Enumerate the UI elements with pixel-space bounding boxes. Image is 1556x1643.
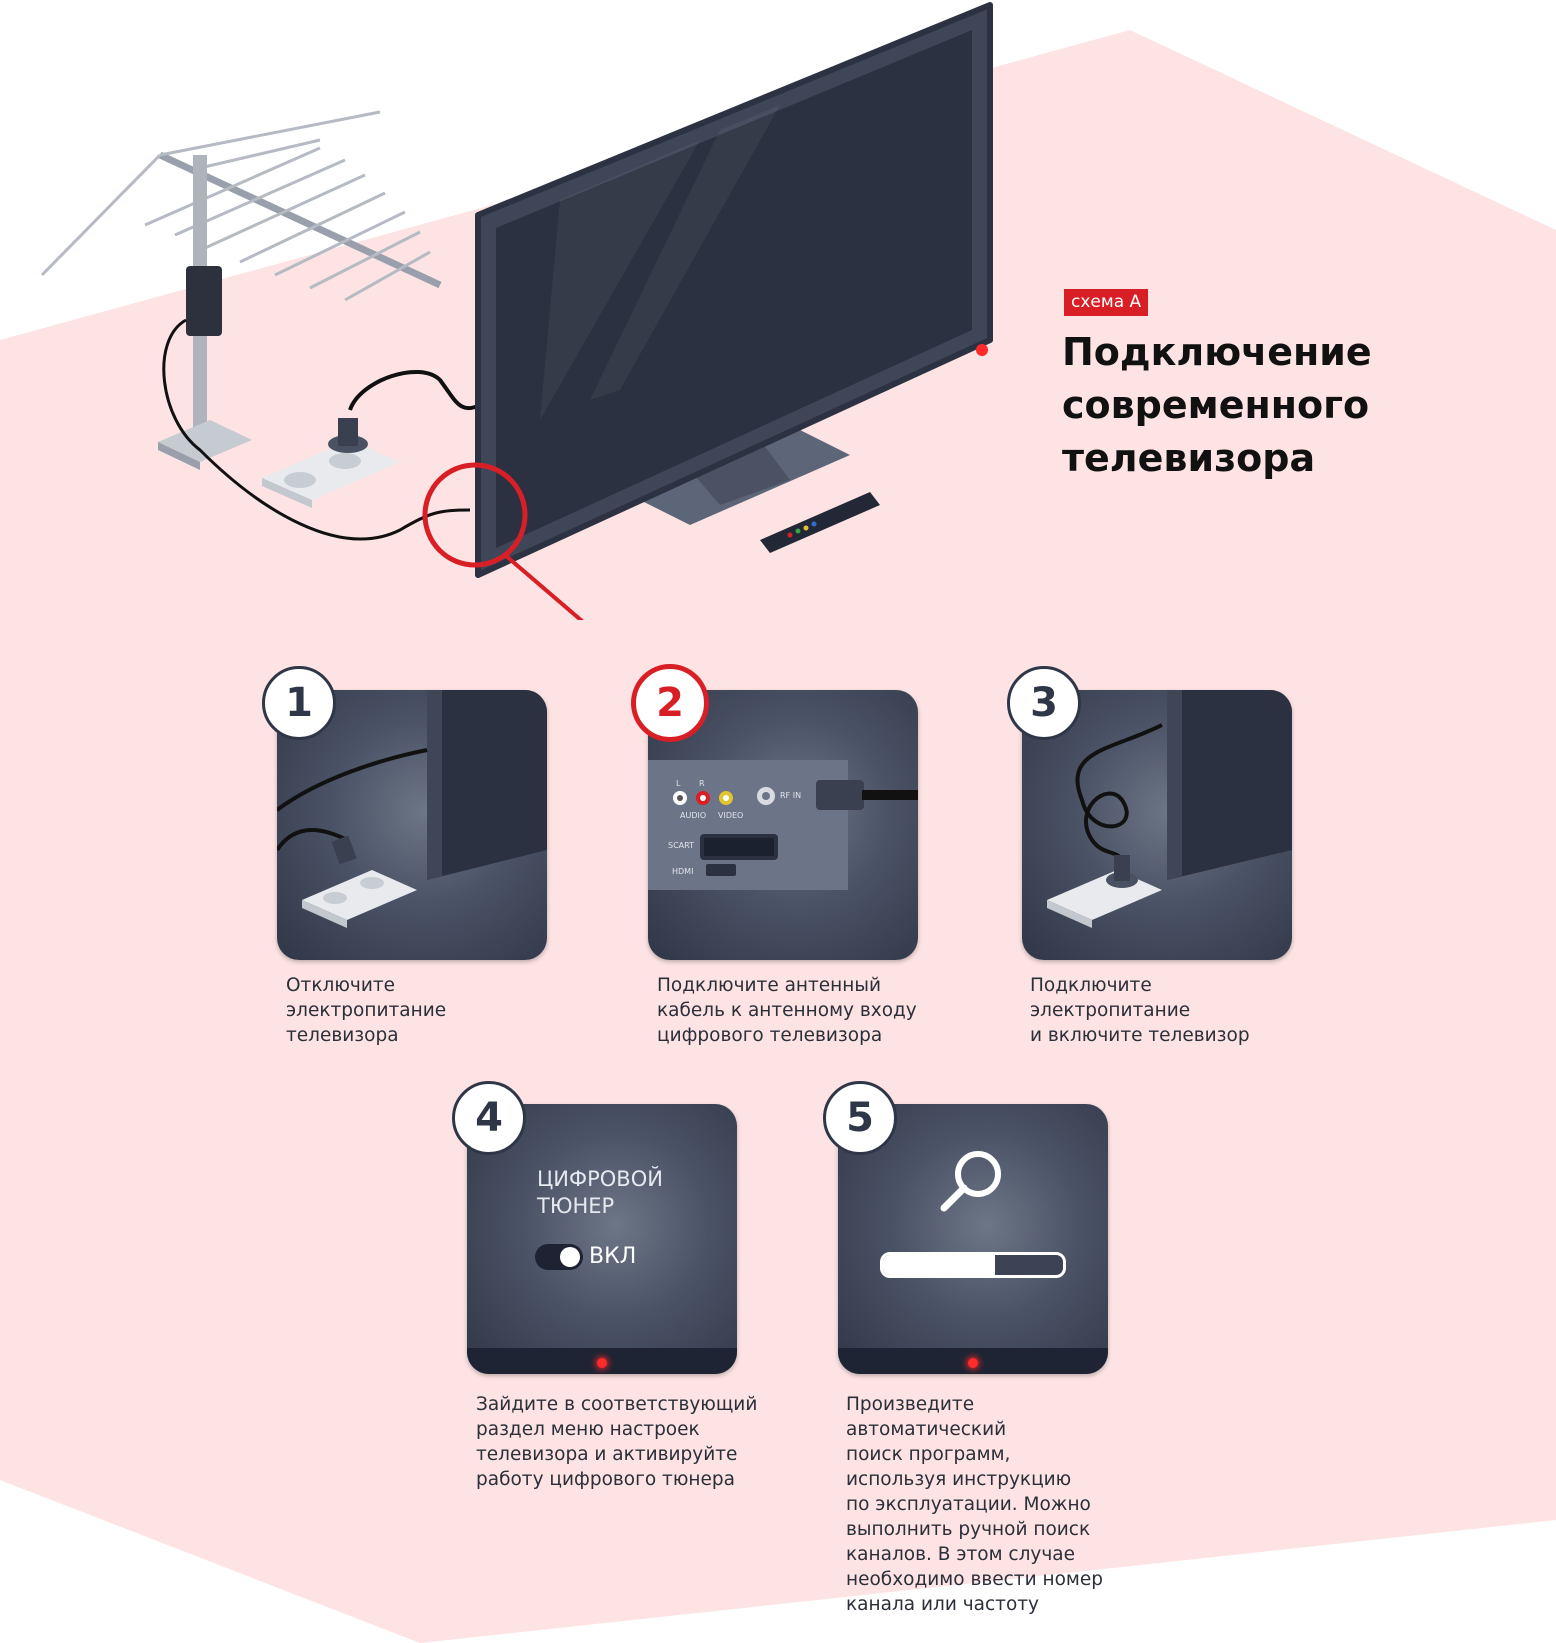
progress-fill [883,1255,995,1275]
step-2-caption: Подключите антенный кабель к антенному в… [657,975,917,1046]
step-4-caption: Зайдите в соответствующий раздел меню на… [476,1394,758,1490]
power-socket-icon [262,418,400,508]
search-illustration [940,1151,1001,1212]
search-progress-bar [880,1252,1066,1278]
port-l-label: L [676,779,681,788]
zoom-callout-line [503,553,584,620]
step-3-caption: Подключите электропитание и включите тел… [1030,975,1250,1046]
zoom-callout-circle [422,462,528,568]
tv-icon [475,2,993,578]
tuner-toggle[interactable] [535,1244,583,1270]
step-2-badge: 2 [631,664,709,742]
plug-in-illustration [1047,690,1292,928]
step-5-panel [838,1104,1108,1374]
page-title: Подключение современного телевизора [1062,326,1522,485]
step-1-caption: Отключите электропитание телевизора [286,975,447,1046]
port-r-label: R [699,779,705,788]
port-video-label: VIDEO [718,811,743,820]
port-audio-label: AUDIO [680,811,706,820]
step-1-badge: 1 [262,666,336,740]
port-rf-label: RF IN [780,791,801,800]
step-5-caption: Произведите автоматический поиск програм… [846,1394,1103,1615]
step-3-badge: 3 [1007,666,1081,740]
step-2-panel: L R AUDIO VIDEO RF IN SCART HDMI [648,690,918,960]
step-4-badge: 4 [452,1081,526,1155]
tv-ports-illustration: L R AUDIO VIDEO RF IN SCART HDMI [648,760,918,890]
hero-illustration [40,2,993,620]
tuner-title: ЦИФРОВОЙ ТЮНЕР [537,1167,663,1218]
step-3-panel [1022,690,1292,960]
remote-control-icon [760,492,880,553]
title-line: телевизора [1062,436,1316,480]
step-5-badge: 5 [823,1081,897,1155]
tuner-toggle-label: ВКЛ [589,1244,637,1269]
step-1-panel [277,690,547,960]
power-led-icon [968,1358,978,1368]
port-hdmi-label: HDMI [672,867,693,876]
magnifier-icon [940,1151,1001,1212]
antenna-icon [40,110,442,470]
toggle-knob [560,1247,580,1267]
port-scart-label: SCART [668,841,694,850]
title-line: современного [1062,383,1370,427]
title-line: Подключение [1062,330,1372,374]
power-led-icon [597,1358,607,1368]
step-4-panel: ЦИФРОВОЙ ТЮНЕР ВКЛ [467,1104,737,1374]
unplug-illustration [277,690,547,928]
scheme-label: схема А [1064,289,1149,316]
